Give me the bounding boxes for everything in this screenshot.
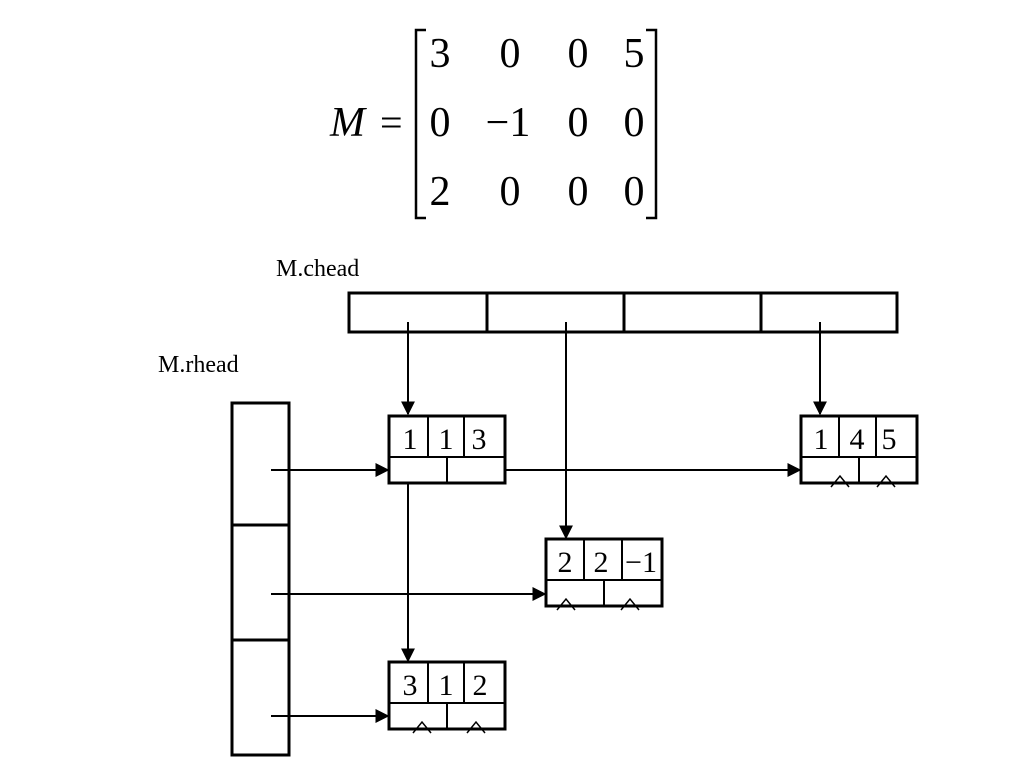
null-right-symbol — [620, 597, 640, 611]
matrix-cell-1-3: 0 — [568, 31, 589, 77]
matrix-cell-2-3: 0 — [568, 100, 589, 146]
matrix-cell-1-4: 5 — [624, 31, 645, 77]
rhead-array-border — [230, 401, 291, 757]
node-col-field: 1 — [439, 669, 454, 702]
matrix-cell-3-3: 0 — [568, 169, 589, 215]
node-3-1-2: 3 1 2 — [387, 660, 507, 734]
chead-label: M.chead — [276, 256, 359, 282]
node-row-field: 1 — [814, 423, 829, 456]
matrix-cell-3-2: 0 — [500, 169, 521, 215]
left-bracket — [414, 28, 426, 220]
null-right-symbol — [876, 474, 896, 488]
null-down-symbol — [830, 474, 850, 488]
matrix-cell-2-1: 0 — [430, 100, 451, 146]
rhead-label: M.rhead — [158, 352, 239, 378]
node-row-field: 3 — [403, 669, 418, 702]
matrix-cell-2-2: −1 — [486, 100, 531, 146]
rhead-array — [230, 401, 291, 757]
node-row-field: 2 — [558, 546, 573, 579]
node-col-field: 1 — [439, 423, 454, 456]
node-col-field: 2 — [594, 546, 609, 579]
right-bracket — [646, 28, 658, 220]
node-value-field: 5 — [882, 423, 897, 456]
node-value-field: 2 — [473, 669, 488, 702]
chead-array — [347, 291, 899, 334]
node-row-field: 1 — [403, 423, 418, 456]
node-value-field: 3 — [472, 423, 487, 456]
matrix-cell-1-2: 0 — [500, 31, 521, 77]
null-right-symbol — [466, 720, 486, 734]
matrix-equation: M = 3 0 0 5 0 −1 0 0 2 0 0 0 — [329, 28, 658, 220]
matrix-cell-1-1: 3 — [430, 31, 451, 77]
matrix-cell-3-1: 2 — [430, 169, 451, 215]
null-down-symbol — [556, 597, 576, 611]
node-1-1-3: 1 1 3 — [387, 414, 507, 485]
matrix-equals-sign: = — [380, 100, 403, 145]
node-col-field: 4 — [850, 423, 865, 456]
node-value-field: −1 — [625, 546, 657, 579]
node-2-2-neg1: 2 2 −1 — [544, 537, 664, 611]
node-1-4-5: 1 4 5 — [799, 414, 919, 488]
matrix-cell-3-4: 0 — [624, 169, 645, 215]
matrix-name: M — [329, 100, 367, 146]
pointer-arrows — [271, 322, 827, 723]
null-down-symbol — [412, 720, 432, 734]
matrix-cell-2-4: 0 — [624, 100, 645, 146]
